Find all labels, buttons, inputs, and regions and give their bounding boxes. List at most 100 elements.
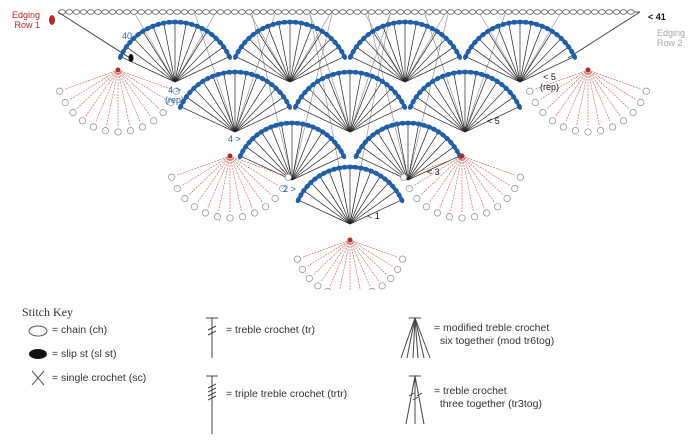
top-chain-stitch	[447, 9, 455, 15]
mesh-line	[134, 13, 176, 83]
top-chain-stitch	[547, 9, 556, 15]
top-chain-stitch	[432, 9, 441, 15]
fan-chain	[314, 78, 321, 85]
fan-chain	[348, 53, 354, 60]
fan-spoke	[404, 27, 427, 83]
fan-chain	[308, 23, 316, 29]
top-chain-stitch	[274, 9, 282, 15]
fan-chain	[401, 103, 407, 110]
edging-picot	[609, 123, 617, 131]
fan-spoke	[407, 133, 438, 181]
fan-spoke	[234, 82, 267, 133]
fan-chain	[544, 25, 551, 32]
edging-spoke	[117, 69, 141, 122]
top-chain-stitch	[576, 9, 585, 15]
top-chain-stitch	[339, 9, 347, 15]
treble-three-icon	[405, 375, 425, 425]
edging-spoke	[85, 69, 119, 117]
treble-crochet-icon	[206, 317, 218, 358]
row-40-label: 40	[122, 31, 133, 41]
top-chain-stitch	[353, 9, 361, 15]
fan-chain	[367, 168, 375, 174]
fan-chain	[118, 53, 124, 60]
fan-chain	[379, 23, 387, 29]
edging-picot	[470, 213, 479, 221]
top-chain-stitch	[627, 9, 635, 15]
fan-chain	[368, 73, 376, 79]
fan-chain	[527, 20, 535, 26]
fan-chain	[365, 31, 372, 38]
fan-spoke	[349, 200, 400, 225]
fan-chain	[516, 103, 522, 110]
edging-spoke	[189, 155, 231, 195]
fan-chain	[454, 48, 460, 55]
fan-chain	[177, 19, 185, 25]
fan-spoke	[453, 74, 466, 133]
fan-chain	[135, 31, 142, 38]
edging-picot	[168, 173, 176, 181]
top-chain-stitch	[137, 9, 145, 15]
edging-spoke	[117, 69, 171, 90]
top-chain-stitch	[231, 9, 239, 15]
edging-spoke	[229, 155, 263, 203]
fan-chain	[351, 164, 359, 170]
fan-spoke	[174, 39, 216, 83]
fan-chain	[139, 28, 146, 35]
top-chain-stitch	[144, 9, 153, 15]
edging-picot	[394, 265, 402, 273]
fan-spoke	[328, 77, 351, 133]
top-chain-stitch	[123, 9, 131, 15]
fan-spoke	[404, 24, 417, 83]
edging-spoke	[117, 69, 151, 117]
top-chain-stitch	[555, 9, 563, 15]
edging-spoke	[349, 239, 393, 267]
fan-chain	[522, 19, 530, 25]
fan-chain	[430, 126, 438, 132]
top-chain-stitch	[238, 9, 246, 15]
fan-chain	[410, 98, 416, 105]
fan-chain	[341, 164, 349, 170]
fan-chain	[404, 120, 412, 126]
fan-chain	[324, 73, 332, 79]
edging-spoke	[349, 239, 379, 282]
fan-chain	[204, 28, 211, 35]
fan-chain	[231, 69, 239, 75]
fan-chain	[468, 43, 475, 50]
fan-chain	[330, 166, 338, 172]
fan-chain	[214, 71, 222, 77]
top-chain-stitch	[583, 9, 592, 15]
fan-chain	[475, 35, 482, 42]
edging-picot	[262, 203, 270, 211]
fan-spoke	[407, 139, 446, 181]
fan-chain	[447, 39, 453, 46]
fan-chain	[178, 103, 184, 110]
fan-chain	[450, 70, 458, 76]
edging-picot	[172, 87, 180, 95]
fan-chain	[293, 120, 301, 126]
fan-chain	[275, 20, 283, 26]
edging-picot	[387, 274, 395, 282]
fan-spoke	[309, 89, 351, 133]
edging-spoke	[555, 69, 589, 117]
fan-chain	[393, 121, 401, 127]
edging-picot	[284, 173, 292, 181]
fan-chain	[217, 39, 223, 46]
top-chain-stitch	[454, 9, 462, 15]
fan-chain	[565, 43, 572, 50]
fan-chain	[277, 89, 283, 96]
fan-chain	[461, 69, 469, 75]
edging-picot	[629, 108, 637, 117]
mesh-line	[234, 13, 276, 133]
fan-spoke	[289, 39, 331, 83]
fan-spoke	[329, 172, 351, 225]
edging-picot	[238, 213, 247, 221]
edging-spoke	[349, 239, 361, 290]
fan-chain	[144, 25, 151, 32]
top-chain-stitch	[295, 9, 304, 15]
fan-spoke	[291, 147, 337, 181]
row-4-rep-label: 4 > (rep)	[165, 85, 185, 105]
mesh-line	[479, 13, 521, 83]
fan-chain	[299, 121, 307, 127]
edging-picot	[226, 214, 234, 222]
fan-chain	[120, 48, 126, 55]
